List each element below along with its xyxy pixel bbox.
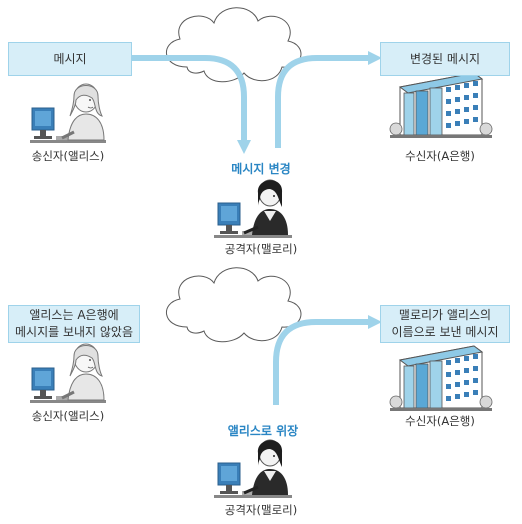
- original-message-text: 메시지: [53, 51, 87, 66]
- statement-line: 메시지를 보내지 않았음: [14, 325, 134, 339]
- sender-label: 송신자(앨리스): [31, 149, 105, 163]
- receiver-label: 수신자(A은행): [405, 149, 475, 163]
- forged-message-line: 맬로리가 앨리스의: [398, 308, 492, 322]
- intercept-arrowhead: [237, 140, 251, 154]
- attacker-icon: [212, 438, 294, 500]
- network-cloud-icon: [165, 267, 302, 343]
- forward-arrowhead: [368, 51, 382, 65]
- forward-arrow: [275, 55, 370, 148]
- impersonation-arrowhead: [368, 315, 382, 329]
- modified-message-box: 변경된 메시지: [380, 42, 510, 76]
- attacker-label: 공격자(맬로리): [224, 503, 298, 517]
- impersonation-arrow: [273, 319, 370, 405]
- modified-message-text: 변경된 메시지: [409, 51, 481, 66]
- sender-woman-icon: [28, 342, 108, 405]
- sender-label: 송신자(앨리스): [31, 409, 105, 423]
- action-label: 앨리스로 위장: [227, 424, 299, 438]
- bank-building-icon: [389, 345, 493, 412]
- forged-message-line: 이름으로 보낸 메시지: [391, 325, 499, 339]
- statement-line: 앨리스는 A은행에: [29, 308, 119, 322]
- attacker-label: 공격자(맬로리): [224, 242, 298, 256]
- original-message-box: 메시지: [8, 42, 132, 76]
- attacker-icon: [212, 178, 294, 240]
- receiver-label: 수신자(A은행): [405, 414, 475, 428]
- forged-message-box: 맬로리가 앨리스의 이름으로 보낸 메시지: [380, 305, 510, 343]
- action-label: 메시지 변경: [231, 162, 291, 176]
- sender-woman-icon: [28, 82, 108, 145]
- bank-building-icon: [389, 72, 493, 139]
- sender-statement-box: 앨리스는 A은행에 메시지를 보내지 않았음: [8, 305, 140, 343]
- intercept-arrow: [132, 55, 247, 140]
